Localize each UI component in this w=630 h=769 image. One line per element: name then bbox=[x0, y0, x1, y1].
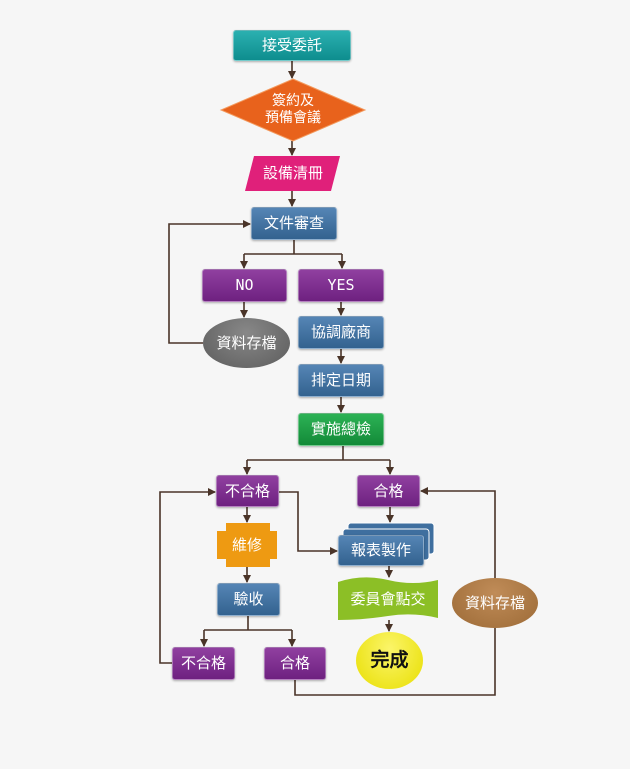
node-handover: 委員會點交 bbox=[350, 589, 426, 608]
repair-shape bbox=[217, 523, 277, 567]
branch-inspection bbox=[247, 446, 390, 461]
node-archive-2: 資料存檔 bbox=[452, 578, 538, 628]
equipment-list-parallelogram-shape bbox=[245, 156, 340, 191]
node-fail-1: 不合格 bbox=[216, 475, 279, 507]
node-pass-1: 合格 bbox=[357, 475, 420, 507]
branch-review bbox=[244, 240, 342, 255]
node-contract: 簽約及 預備會議 bbox=[240, 88, 346, 132]
contract-line1: 簽約及 bbox=[272, 92, 314, 109]
loop-fail2-fail1 bbox=[159, 488, 216, 664]
node-equipment-list: 設備清冊 bbox=[262, 164, 323, 183]
node-accept: 接受委託 bbox=[233, 30, 351, 61]
arrow-fail-report bbox=[279, 491, 338, 555]
line-pass2-archive bbox=[294, 628, 496, 696]
node-no: NO bbox=[202, 269, 287, 302]
node-fail-2: 不合格 bbox=[172, 647, 235, 680]
node-acceptance: 驗收 bbox=[217, 583, 280, 616]
node-coordinate: 協調廠商 bbox=[298, 316, 384, 349]
node-repair: 維修 bbox=[231, 535, 262, 554]
node-doc-review: 文件審查 bbox=[251, 207, 337, 240]
arrow-archive-pass1 bbox=[420, 487, 496, 578]
node-yes: YES bbox=[298, 269, 384, 302]
node-inspection: 實施總檢 bbox=[298, 413, 384, 446]
contract-diamond-shape bbox=[219, 78, 367, 142]
node-pass-2: 合格 bbox=[264, 647, 326, 680]
loop-archive-review bbox=[168, 220, 251, 344]
node-report: 報表製作 bbox=[338, 535, 424, 566]
node-archive-1: 資料存檔 bbox=[203, 318, 290, 368]
contract-line2: 預備會議 bbox=[265, 110, 321, 126]
branch-acceptance bbox=[204, 616, 292, 631]
handover-wave-shape bbox=[338, 577, 438, 620]
node-done: 完成 bbox=[356, 632, 423, 689]
node-schedule: 排定日期 bbox=[298, 364, 384, 397]
